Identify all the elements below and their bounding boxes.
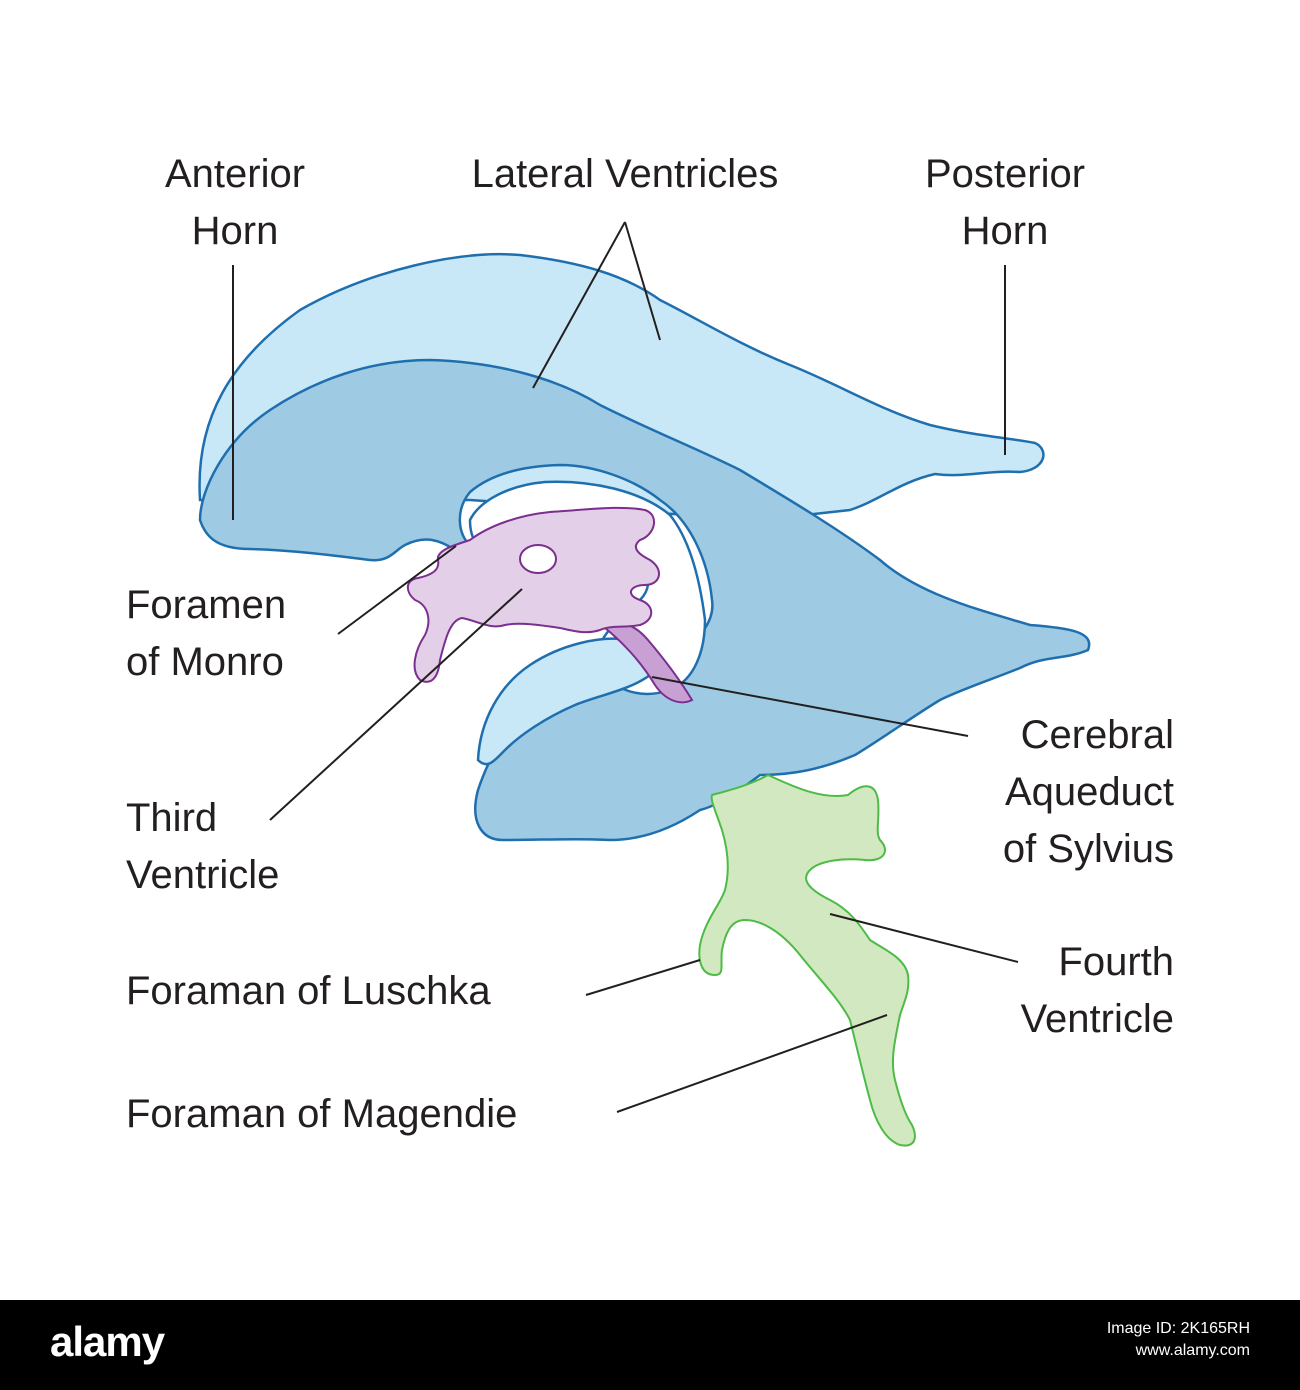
label-foramen-monro: Foramen of Monro bbox=[126, 577, 286, 691]
interthalamic-adhesion-shape bbox=[519, 544, 557, 574]
label-foramen-magendie-text: Foraman of Magendie bbox=[126, 1092, 518, 1136]
label-foramen-luschka-text: Foraman of Luschka bbox=[126, 969, 491, 1013]
label-foramen-monro-line1: Foramen bbox=[126, 583, 287, 627]
watermark-image-id: Image ID: 2K165RH bbox=[1106, 1320, 1250, 1337]
label-fourth-ventricle: Fourth Ventricle bbox=[960, 934, 1174, 1048]
leader-foramen-monro bbox=[337, 545, 457, 635]
leader-cerebral-aqueduct bbox=[651, 676, 969, 737]
label-third-ventricle-line2: Ventricle bbox=[126, 853, 280, 897]
label-anterior-horn-line2: Horn bbox=[191, 209, 279, 253]
leader-lines bbox=[232, 221, 1019, 1113]
diagram-canvas: Anterior Horn Lateral Ventricles Posteri… bbox=[126, 146, 1174, 1147]
label-third-ventricle-line1: Third bbox=[126, 796, 218, 840]
cerebral-aqueduct-shape bbox=[603, 622, 694, 704]
watermark-banner bbox=[0, 1300, 1300, 1390]
label-posterior-horn: Posterior Horn bbox=[895, 146, 1115, 260]
label-cerebral-aqueduct-line2: Aqueduct bbox=[1004, 770, 1174, 814]
label-fourth-ventricle-line1: Fourth bbox=[1058, 940, 1174, 984]
label-posterior-horn-line1: Posterior bbox=[924, 152, 1086, 196]
label-fourth-ventricle-line2: Ventricle bbox=[1020, 997, 1174, 1041]
label-cerebral-aqueduct: Cerebral Aqueduct of Sylvius bbox=[900, 707, 1174, 878]
label-foramen-magendie: Foraman of Magendie bbox=[126, 1086, 517, 1143]
leader-fourth-ventricle bbox=[829, 913, 1019, 963]
label-foramen-luschka: Foraman of Luschka bbox=[126, 963, 491, 1020]
label-cerebral-aqueduct-line3: of Sylvius bbox=[1002, 827, 1174, 871]
label-foramen-monro-line2: of Monro bbox=[126, 640, 284, 684]
brain-ventricles-illustration bbox=[198, 221, 1091, 1147]
label-third-ventricle: Third Ventricle bbox=[126, 790, 279, 904]
label-cerebral-aqueduct-line1: Cerebral bbox=[1020, 713, 1174, 757]
third-ventricle-shape bbox=[406, 506, 660, 683]
label-posterior-horn-line2: Horn bbox=[961, 209, 1049, 253]
label-lateral-ventricles: Lateral Ventricles bbox=[425, 146, 825, 203]
lateral-ventricle-lower-shape bbox=[198, 358, 1091, 842]
label-lateral-ventricles-text: Lateral Ventricles bbox=[471, 152, 779, 196]
watermark-stock-info: Image ID: 2K165RH www.alamy.com bbox=[1107, 1318, 1250, 1362]
leader-lateral-to-lower bbox=[532, 221, 626, 389]
leader-foramen-magendie bbox=[616, 1014, 888, 1113]
label-anterior-horn: Anterior Horn bbox=[135, 146, 335, 260]
watermark-logo: alamy bbox=[50, 1318, 165, 1365]
fourth-ventricle-shape bbox=[698, 773, 916, 1147]
leader-third-ventricle bbox=[269, 588, 523, 821]
watermark-url: www.alamy.com bbox=[1135, 1342, 1250, 1359]
label-anterior-horn-line1: Anterior bbox=[164, 152, 306, 196]
leader-lateral-to-upper bbox=[624, 221, 661, 341]
leader-foramen-luschka bbox=[585, 959, 701, 996]
